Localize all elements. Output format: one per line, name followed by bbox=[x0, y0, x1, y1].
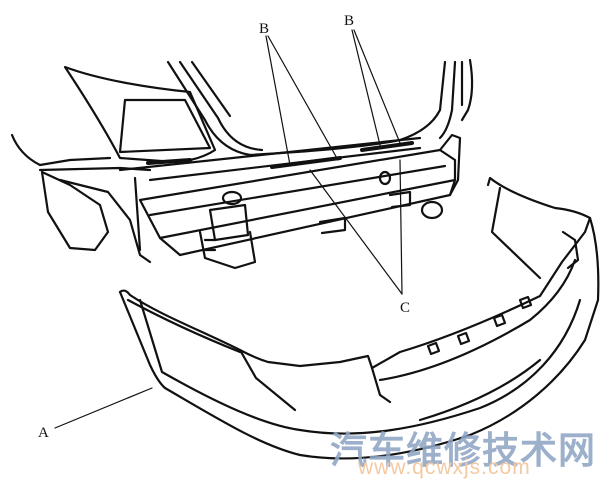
vehicle-body-rear bbox=[10, 58, 474, 270]
callout-label-b-left: B bbox=[259, 21, 270, 37]
bumper-cover bbox=[118, 176, 600, 460]
callout-label-c: C bbox=[400, 300, 411, 316]
callout-label-b-right: B bbox=[344, 13, 355, 29]
watermark-url: www.qcwxjs.com bbox=[358, 456, 531, 479]
callout-label-a: A bbox=[38, 425, 49, 441]
watermark-site-name: 汽车维修技术网 bbox=[330, 429, 596, 472]
leader-lines bbox=[54, 29, 403, 429]
retainer-clips-b bbox=[146, 141, 414, 169]
